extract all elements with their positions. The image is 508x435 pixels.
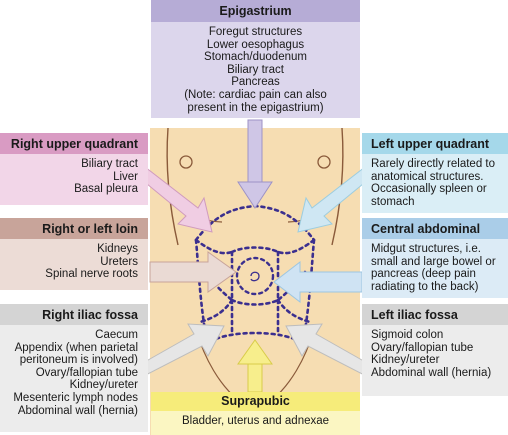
left-iliac-fossa-box: Left iliac fossa Sigmoid colon Ovary/fal… [362, 304, 508, 396]
left-iliac-fossa-text: Sigmoid colon Ovary/fallopian tube Kidne… [371, 329, 492, 379]
right-iliac-fossa-text: Caecum Appendix (when parietal peritoneu… [13, 329, 138, 417]
right-iliac-fossa-title: Right iliac fossa [0, 304, 148, 325]
loin-box: Right or left loin Kidneys Ureters Spina… [0, 218, 148, 290]
epigastrium-text: Foregut structures Lower oesophagus Stom… [184, 26, 327, 114]
left-iliac-fossa-title: Left iliac fossa [362, 304, 508, 325]
suprapubic-text: Bladder, uterus and adnexae [181, 415, 330, 427]
right-upper-quadrant-box: Right upper quadrant Biliary tract Liver… [0, 133, 148, 205]
arrow-loin [149, 251, 237, 293]
left-upper-quadrant-box: Left upper quadrant Rarely directly rela… [362, 133, 508, 213]
left-upper-quadrant-title: Left upper quadrant [362, 133, 508, 154]
arrow-central [273, 260, 363, 304]
right-upper-quadrant-title: Right upper quadrant [0, 133, 148, 154]
arrow-suprapubic [237, 339, 273, 393]
arrow-epigastrium [237, 119, 273, 209]
suprapubic-title: Suprapubic [151, 392, 360, 411]
loin-title: Right or left loin [0, 218, 148, 239]
right-upper-quadrant-text: Biliary tract Liver Basal pleura [74, 158, 138, 196]
right-iliac-fossa-box: Right iliac fossa Caecum Appendix (when … [0, 304, 148, 432]
nipple-right [179, 155, 193, 169]
central-abdominal-text: Midgut structures, i.e. small and large … [371, 243, 496, 293]
epigastrium-title: Epigastrium [151, 0, 360, 22]
central-abdominal-title: Central abdominal [362, 218, 508, 239]
nipple-left [317, 155, 331, 169]
central-abdominal-box: Central abdominal Midgut structures, i.e… [362, 218, 508, 298]
left-upper-quadrant-text: Rarely directly related to anatomical st… [371, 158, 495, 208]
umbilicus-ring [235, 256, 275, 296]
suprapubic-box: Suprapubic Bladder, uterus and adnexae [151, 392, 360, 435]
loin-text: Kidneys Ureters Spinal nerve roots [45, 243, 138, 281]
epigastrium-box: Epigastrium Foregut structures Lower oes… [151, 0, 360, 118]
umbilicus [250, 271, 260, 282]
